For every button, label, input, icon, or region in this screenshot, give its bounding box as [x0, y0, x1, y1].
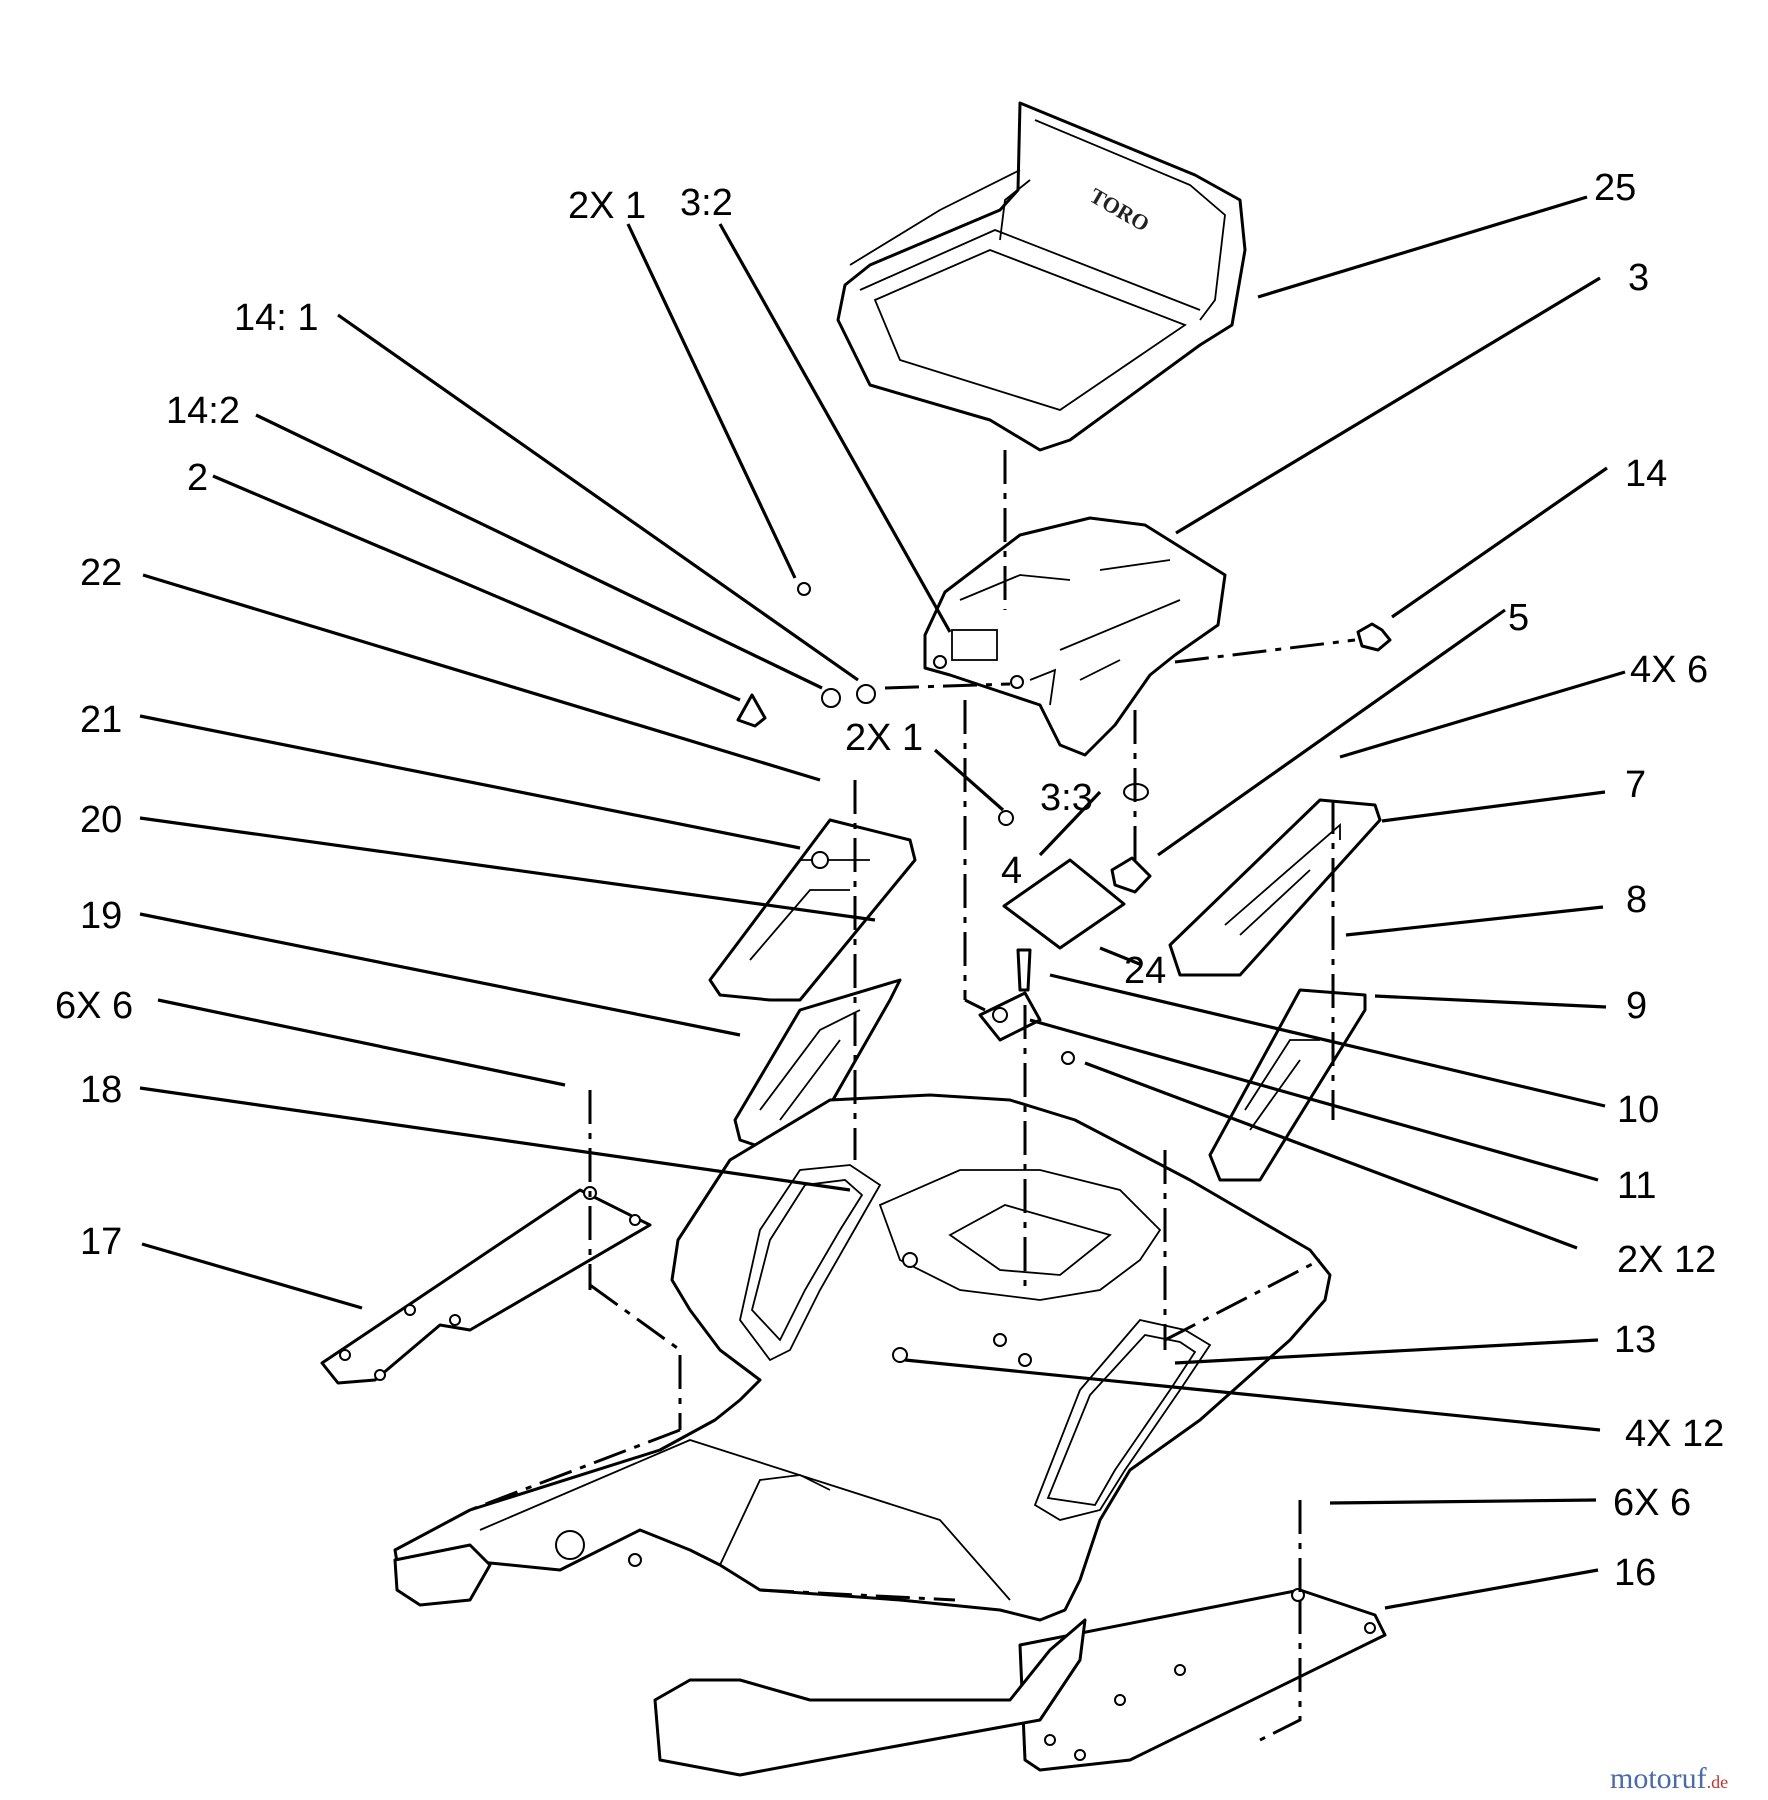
callout-19: 19: [80, 895, 122, 937]
callout-4: 4: [1001, 850, 1022, 892]
bolt-2x1-top: [797, 582, 811, 596]
callout-5: 5: [1508, 597, 1529, 639]
knob-14: [1356, 622, 1392, 652]
callout-20: 20: [80, 799, 122, 841]
callout-17: 17: [80, 1221, 122, 1263]
washer-14-1: [856, 684, 876, 704]
callout-11: 11: [1617, 1165, 1656, 1207]
watermark-suffix: .de: [1707, 1772, 1729, 1792]
callout-2x1-top: 2X 1: [568, 185, 646, 227]
assembly-lines: [469, 450, 1356, 1742]
callout-2x12: 2X 12: [1617, 1239, 1716, 1281]
callout-14-1: 14: 1: [234, 297, 319, 339]
callout-9: 9: [1626, 985, 1647, 1027]
callout-22: 22: [80, 552, 122, 594]
clip-2: [736, 693, 767, 728]
callout-3: 3: [1628, 257, 1649, 299]
callout-6x6-left: 6X 6: [55, 985, 133, 1027]
callout-4x6: 4X 6: [1630, 649, 1708, 691]
decal-24: [1002, 858, 1126, 950]
callout-8: 8: [1626, 879, 1647, 921]
callout-6x6-right: 6X 6: [1613, 1482, 1691, 1524]
washer-14-2: [821, 688, 841, 708]
step-plate-17: [320, 1186, 652, 1385]
plate-part-19: [733, 978, 902, 1152]
hinge-bracket-10: [978, 948, 1075, 1065]
callout-24: 24: [1124, 950, 1166, 992]
callout-16: 16: [1614, 1552, 1656, 1594]
callout-13: 13: [1614, 1319, 1656, 1361]
fastener-group-upper: [736, 582, 1392, 894]
callout-14-2: 14:2: [166, 390, 240, 432]
knob-5: [1110, 856, 1152, 894]
callout-21: 21: [80, 699, 122, 741]
watermark-main: motoruf: [1610, 1762, 1707, 1795]
nut-2x1-mid: [998, 810, 1014, 826]
callout-2: 2: [187, 457, 208, 499]
callout-2x1-mid: 2X 1: [845, 717, 923, 759]
plate-part-9: [1208, 988, 1367, 1182]
callout-18: 18: [80, 1069, 122, 1111]
watermark: motoruf.de: [1610, 1762, 1728, 1795]
callout-4x12: 4X 12: [1625, 1413, 1724, 1455]
callout-3-2: 3:2: [680, 182, 733, 224]
callout-7: 7: [1625, 764, 1646, 806]
leader-lines: [139, 195, 1626, 1610]
step-plate-16: [1018, 1588, 1387, 1772]
callout-3-3: 3:3: [1040, 777, 1093, 819]
fender-frame: [393, 1093, 1332, 1777]
pad-part-7: [1168, 798, 1382, 977]
callout-labels: 25 3 2X 1 3:2 14: 1 14:2 2 22 14 5 4X 6 …: [55, 167, 1724, 1594]
callout-25: 25: [1594, 167, 1636, 209]
callout-14: 14: [1625, 453, 1667, 495]
seat-pan-part-3: [923, 516, 1227, 757]
callout-10: 10: [1617, 1089, 1659, 1131]
seat-part-25: TORO: [836, 101, 1247, 452]
